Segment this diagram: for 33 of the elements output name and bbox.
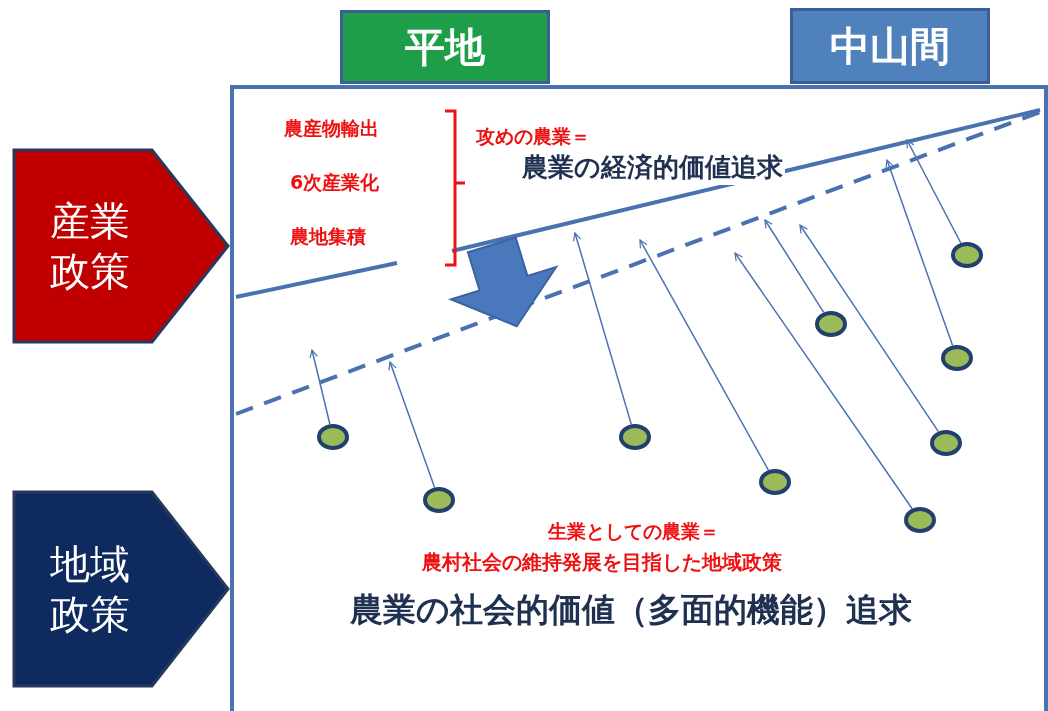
dot: [951, 242, 983, 268]
arrow: [885, 159, 954, 347]
heading-text: 生業としての農業＝: [548, 519, 719, 544]
heading-text: 農業の社会的価値（多面的機能）追求: [350, 589, 912, 631]
dot: [815, 311, 847, 337]
policy-label: 地域政策: [50, 540, 130, 639]
dot: [317, 424, 349, 450]
policy-label: 産業政策: [50, 197, 130, 296]
bullet-text: 農地集積: [290, 224, 366, 249]
arrow: [906, 139, 962, 244]
arrow: [388, 361, 436, 489]
arrow: [572, 232, 633, 426]
dot: [930, 430, 962, 456]
bullet-text: 農産物輸出: [284, 116, 379, 141]
heading-text: 農村社会の維持発展を目指した地域政策: [422, 549, 782, 576]
dot: [941, 345, 973, 371]
arrow: [309, 349, 331, 425]
dot: [759, 469, 791, 495]
heading-text: 攻めの農業＝: [476, 124, 590, 149]
dot: [423, 487, 455, 513]
frame-box: [230, 85, 1048, 711]
arrow: [734, 252, 913, 510]
pentagon-arrow: [12, 148, 232, 344]
bullet-text: 6次産業化: [290, 170, 380, 195]
header-tab: 中山間: [790, 8, 990, 84]
pentagon-arrow: [12, 490, 232, 688]
dot: [904, 507, 936, 533]
arrow: [799, 224, 940, 433]
heading-text: 農業の経済的価値追求: [520, 150, 785, 185]
arrow: [764, 219, 825, 314]
dot: [619, 424, 651, 450]
arrow: [639, 239, 770, 471]
header-tab: 平地: [340, 10, 550, 84]
